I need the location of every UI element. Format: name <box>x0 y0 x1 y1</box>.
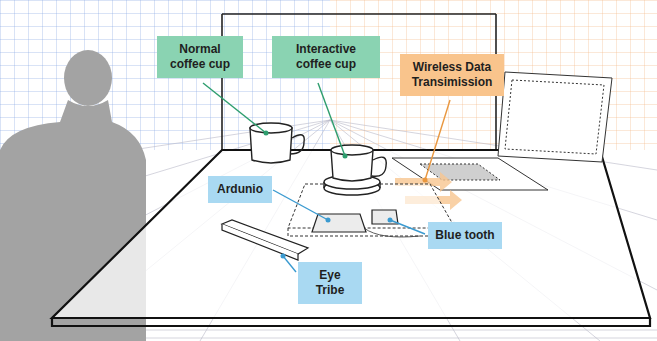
callout-label: Eye Tribe <box>304 268 356 298</box>
callout-box: Eye Tribe <box>298 262 362 304</box>
arduino-board <box>312 214 366 232</box>
table-edge <box>52 318 650 326</box>
callout-label: Wireless Data Transimission <box>406 60 498 90</box>
normal-cup <box>250 123 304 163</box>
callout-box: Wireless Data Transimission <box>400 54 504 96</box>
callout-box: Ardunio <box>208 176 272 203</box>
interactive-cup <box>324 145 386 195</box>
callout-box: Interactive coffee cup <box>272 36 380 78</box>
callout-label: Ardunio <box>214 182 266 197</box>
callout-label: Interactive coffee cup <box>278 42 374 72</box>
eye-tribe-bar <box>222 220 308 260</box>
callout-label: Blue tooth <box>434 228 496 243</box>
leader-lines <box>203 83 450 272</box>
callout-box: Blue tooth <box>428 222 502 249</box>
table-top <box>52 150 650 318</box>
callout-box: Normal coffee cup <box>157 36 243 78</box>
callout-label: Normal coffee cup <box>163 42 237 72</box>
